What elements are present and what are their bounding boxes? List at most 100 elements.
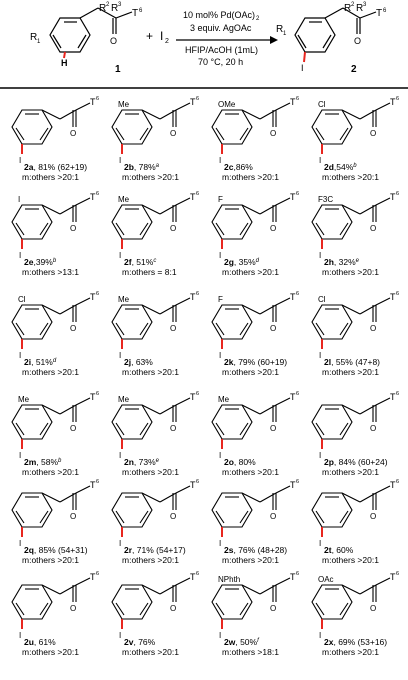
- structure-2p: [311, 397, 391, 449]
- yield-label-2e: 2e,39%b: [24, 257, 57, 267]
- reactant-number: 1: [115, 64, 121, 75]
- structure-2v: [111, 577, 191, 629]
- t6-label: 6: [96, 291, 99, 297]
- iodine-label: I: [319, 251, 321, 260]
- yield-label-2k: 2k, 79% (60+19): [224, 357, 287, 367]
- r3-label: R: [111, 3, 118, 14]
- t-label: T: [190, 572, 196, 582]
- yield-label-2p: 2p, 84% (60+24): [324, 457, 388, 467]
- selectivity-label-2o: m:others >20:1: [222, 467, 279, 477]
- iodine-label: I: [119, 539, 121, 548]
- selectivity-label-2e: m:others >13:1: [22, 267, 79, 277]
- t-label: T: [90, 97, 96, 107]
- selectivity-label-2m: m:others >20:1: [22, 467, 79, 477]
- r3-label-2: R: [356, 3, 363, 14]
- structure-2b: [111, 102, 191, 154]
- t6-label: 6: [96, 571, 99, 577]
- carbonyl-o-label: O: [370, 512, 376, 521]
- t-label: T: [290, 480, 296, 490]
- t-label: T: [390, 480, 396, 490]
- t6-label: 6: [296, 391, 299, 397]
- yield-label-2r: 2r, 71% (54+17): [124, 545, 186, 555]
- t6-label: 6: [296, 571, 299, 577]
- t-label: T: [190, 97, 196, 107]
- selectivity-label-2d: m:others >20:1: [322, 172, 379, 182]
- yield-label-2j: 2j, 63%: [124, 357, 153, 367]
- t-label: T: [290, 192, 296, 202]
- carbonyl-o-label: O: [270, 604, 276, 613]
- condition-4: 70 °C, 20 h: [198, 57, 243, 67]
- selectivity-label-2v: m:others >20:1: [122, 647, 179, 657]
- substituent-label: Cl: [318, 295, 326, 304]
- t-label: T: [390, 192, 396, 202]
- t6-label: 6: [196, 96, 199, 102]
- carbonyl-o-label: O: [170, 224, 176, 233]
- product-2-structure: [294, 7, 377, 63]
- carbonyl-o-label: O: [270, 129, 276, 138]
- product-number: 2: [351, 64, 357, 75]
- substituent-label: Me: [118, 295, 130, 304]
- carbonyl-o-label: O: [370, 424, 376, 433]
- t6-label: 6: [396, 291, 399, 297]
- yield-label-2l: 2l, 55% (47+8): [324, 357, 380, 367]
- carbonyl-o-label: O: [70, 324, 76, 333]
- selectivity-label-2x: m:others >20:1: [322, 647, 379, 657]
- yield-label-2w: 2w, 50%f: [224, 637, 260, 647]
- t-label-2: T: [376, 8, 382, 19]
- yield-label-2o: 2o, 80%: [224, 457, 256, 467]
- substituent-label: Me: [18, 395, 30, 404]
- r-label-1: R: [30, 32, 37, 43]
- iodine-label: I: [119, 251, 121, 260]
- structure-2h: [311, 197, 391, 249]
- carbonyl-o-label: O: [170, 129, 176, 138]
- carbonyl-o-label: O: [270, 512, 276, 521]
- carbonyl-o-label: O: [370, 324, 376, 333]
- carbonyl-o-label: O: [70, 129, 76, 138]
- yield-label-2g: 2g, 35%d: [224, 257, 260, 267]
- iodine-label: I: [319, 351, 321, 360]
- t6-label: 6: [396, 96, 399, 102]
- t-label: T: [90, 392, 96, 402]
- carbonyl-o-label: O: [270, 224, 276, 233]
- iodine-label: I: [119, 156, 121, 165]
- substituent-label: Me: [118, 395, 130, 404]
- condition-3: HFIP/AcOH (1mL): [185, 45, 258, 55]
- condition-2: 3 equiv. AgOAc: [190, 23, 252, 33]
- structure-2w: [211, 577, 291, 629]
- iodine-label: I: [319, 156, 321, 165]
- t6-label: 6: [296, 191, 299, 197]
- structure-2l: [311, 297, 391, 349]
- iodine-label: I: [219, 156, 221, 165]
- iodine-label: I: [119, 631, 121, 640]
- condition-1: 10 mol% Pd(OAc): [183, 10, 255, 20]
- structure-2c: [211, 102, 291, 154]
- t-label: T: [90, 192, 96, 202]
- structure-2d: [311, 102, 391, 154]
- t6-label: 6: [96, 479, 99, 485]
- iodine-label: I: [219, 451, 221, 460]
- substituent-label: Cl: [18, 295, 26, 304]
- r1-label-2: 1: [283, 31, 287, 37]
- t-label: T: [190, 480, 196, 490]
- structure-2u: [11, 577, 91, 629]
- iodine-label: I: [219, 351, 221, 360]
- t-label-1: T: [132, 8, 138, 19]
- iodine-label: I: [219, 539, 221, 548]
- selectivity-label-2w: m:others >18:1: [222, 647, 279, 657]
- t-label: T: [390, 392, 396, 402]
- reactant-1: [49, 7, 133, 59]
- selectivity-label-2p: m:others >20:1: [322, 467, 379, 477]
- selectivity-label-2k: m:others >20:1: [222, 367, 279, 377]
- r2-sup: 2: [106, 2, 110, 8]
- iodine-label: I: [319, 451, 321, 460]
